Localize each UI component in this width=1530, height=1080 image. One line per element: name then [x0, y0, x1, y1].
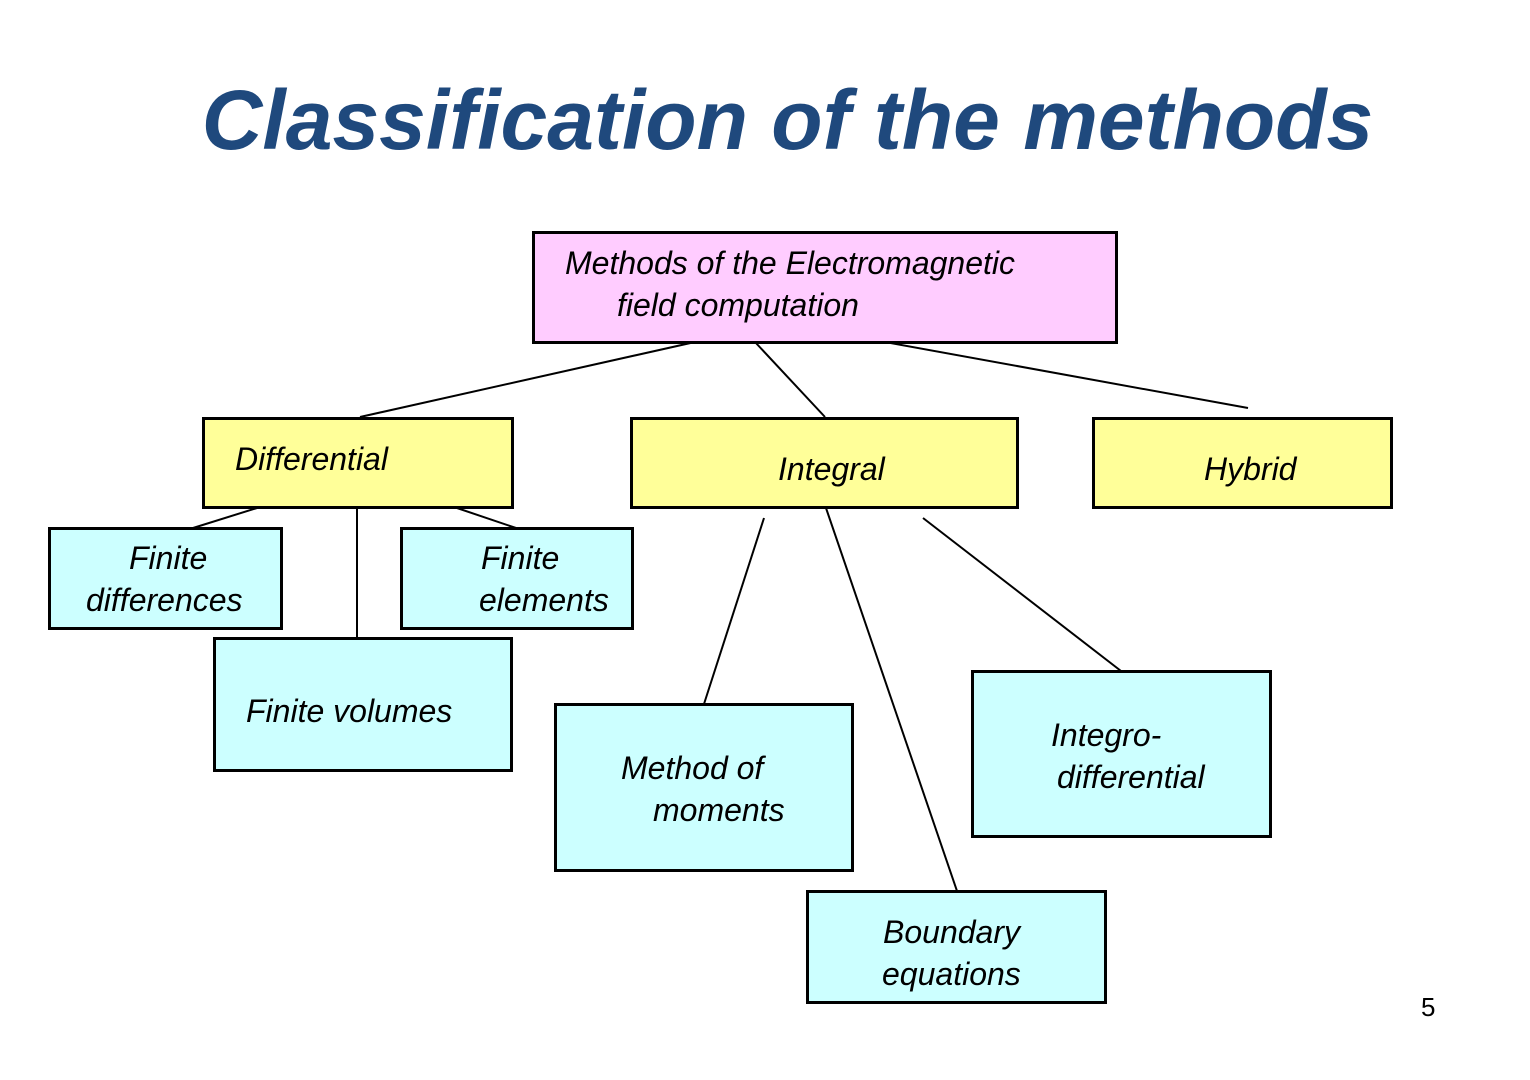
node-integro-differential-line1: Integro-: [1051, 717, 1162, 753]
node-method-of-moments-line2: moments: [653, 792, 785, 828]
node-finite-differences-line2: differences: [86, 582, 243, 618]
node-root: Methods of the Electromagnetic field com…: [532, 231, 1118, 344]
node-root-line1: Methods of the Electromagnetic: [565, 245, 1016, 281]
node-integral: Integral: [630, 417, 1019, 509]
node-finite-elements: Finite elements: [400, 527, 634, 630]
node-finite-volumes: Finite volumes: [213, 637, 513, 772]
node-finite-volumes-label: Finite volumes: [246, 693, 453, 729]
page-number: 5: [1421, 992, 1436, 1022]
node-finite-elements-line2: elements: [479, 582, 609, 618]
node-integro-differential-line2: differential: [1057, 759, 1205, 795]
node-differential-label: Differential: [235, 441, 388, 477]
node-boundary-equations-line1: Boundary: [883, 914, 1020, 950]
connector-root-differential: [359, 341, 696, 418]
connector-root-hybrid: [884, 341, 1249, 409]
node-root-line2: field computation: [617, 287, 859, 323]
node-hybrid: Hybrid: [1092, 417, 1393, 509]
connector-root-integral: [754, 341, 826, 418]
page-title: Classification of the methods: [201, 73, 1374, 167]
connector-integral-method-of-moments: [703, 517, 765, 705]
connector-integral-integro-differential: [922, 517, 1122, 672]
connector-integral-boundary-equations: [825, 507, 958, 892]
node-finite-elements-line1: Finite: [481, 540, 560, 576]
node-finite-differences-line1: Finite: [129, 540, 208, 576]
node-hybrid-label: Hybrid: [1204, 451, 1297, 487]
connector-differential-finite-differences: [192, 507, 258, 529]
node-integro-differential: Integro- differential: [971, 670, 1272, 838]
node-method-of-moments: Method of moments: [554, 703, 854, 872]
node-method-of-moments-line1: Method of: [621, 750, 764, 786]
node-finite-differences: Finite differences: [48, 527, 283, 630]
node-boundary-equations: Boundary equations: [806, 890, 1107, 1004]
node-integral-label: Integral: [778, 451, 885, 487]
connector-differential-finite-elements: [456, 507, 517, 529]
node-boundary-equations-line2: equations: [882, 956, 1021, 992]
node-differential: Differential: [202, 417, 514, 509]
